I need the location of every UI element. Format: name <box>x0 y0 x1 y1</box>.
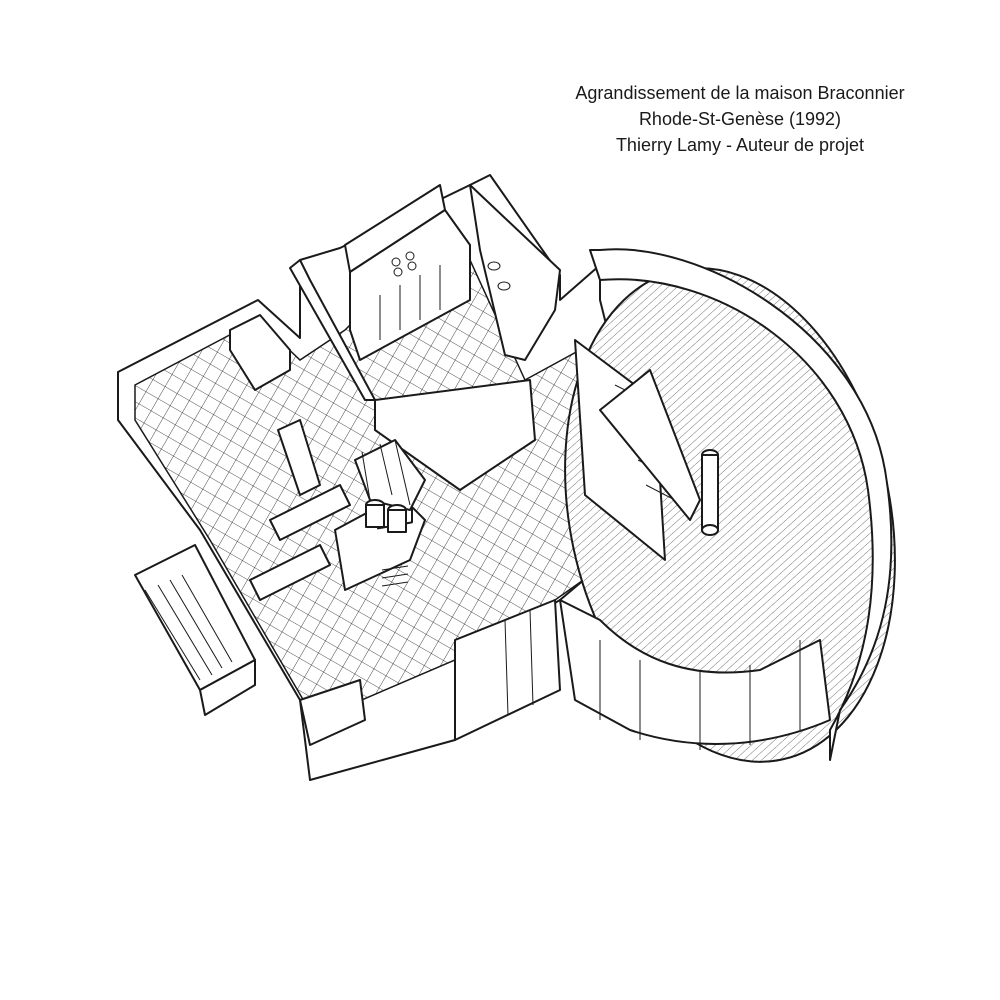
caption-title: Agrandissement de la maison Braconnier <box>575 83 905 103</box>
column <box>701 449 719 536</box>
fireplace-chimney <box>334 439 426 591</box>
interior-stair <box>574 339 701 561</box>
drawing-caption: Agrandissement de la maison Braconnier R… <box>520 80 960 158</box>
kitchen-counter <box>344 184 561 361</box>
caption-location-year: Rhode-St-Genèse (1992) <box>638 109 842 129</box>
exterior-stair <box>134 544 256 716</box>
front-glazing <box>299 599 561 746</box>
caption-author: Thierry Lamy - Auteur de projet <box>615 135 865 155</box>
interior-partitions <box>229 259 536 601</box>
